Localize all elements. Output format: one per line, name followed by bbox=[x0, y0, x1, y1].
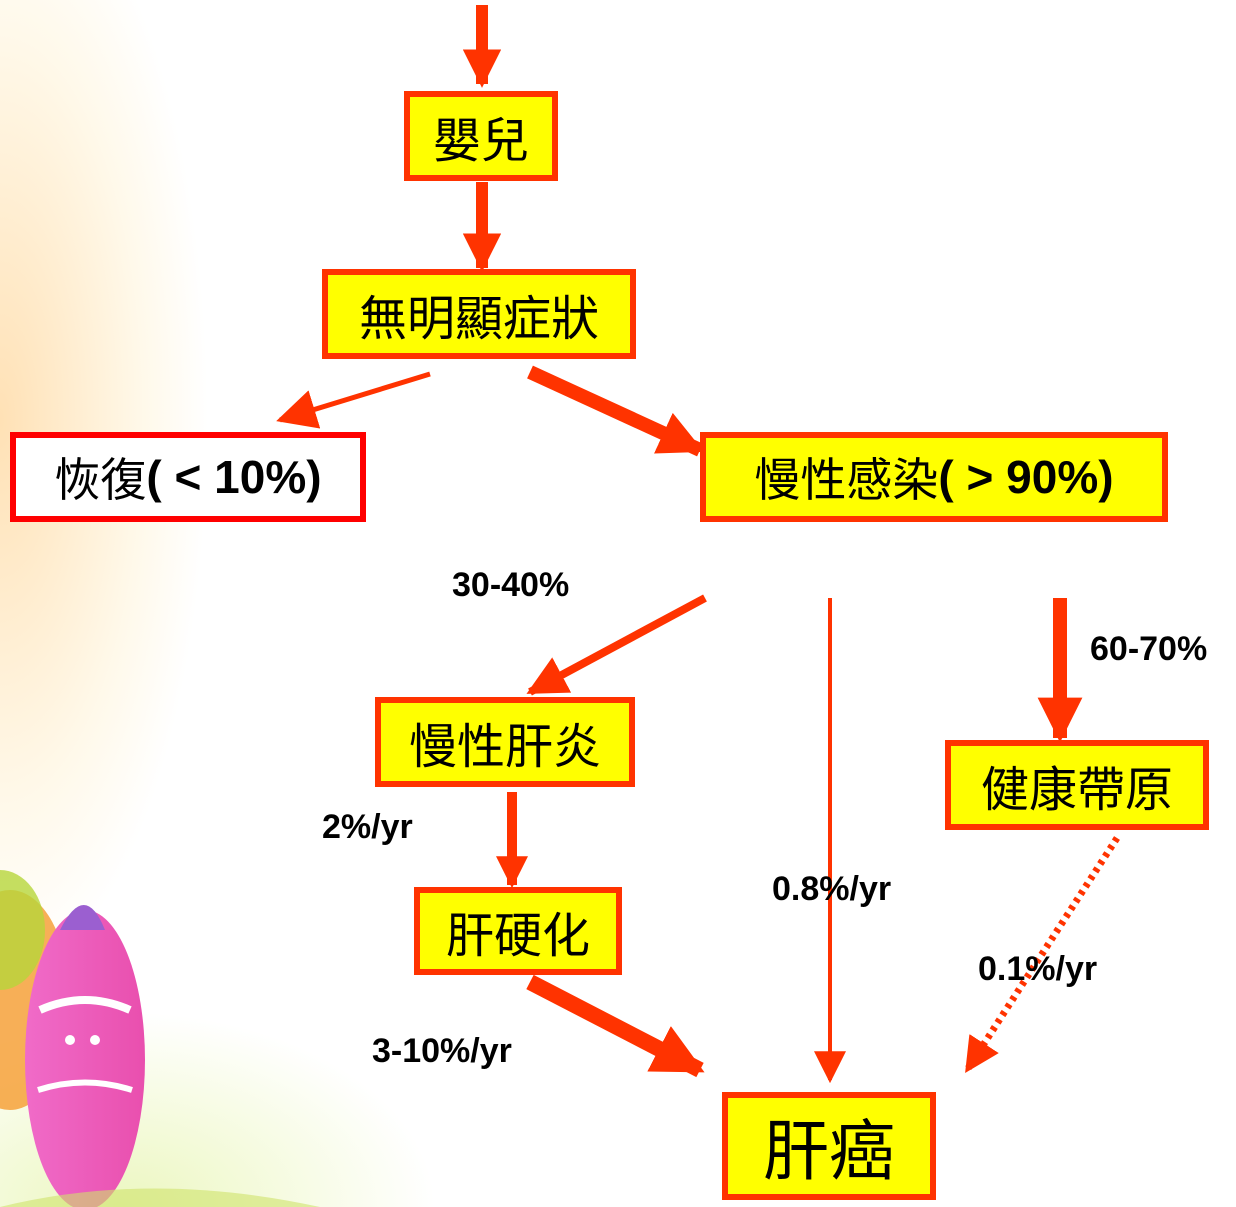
edge-label-to-carrier: 60-70% bbox=[1090, 630, 1208, 668]
node-cirrhosis-label: 肝硬化 bbox=[445, 908, 590, 964]
node-asymptomatic-label: 無明顯症狀 bbox=[358, 291, 599, 347]
edge-label-infection-to-cancer: 0.8%/yr bbox=[772, 870, 892, 908]
arrow-to-recovery bbox=[276, 371, 431, 429]
node-recovery-label: 恢復 bbox=[54, 453, 147, 507]
arrow-cirrhosis-to-cancer bbox=[526, 974, 705, 1078]
node-chronic-infection: 慢性感染( > 90%) bbox=[700, 432, 1168, 522]
node-recovery-percentage: ( < 10%) bbox=[146, 451, 322, 503]
node-infant-label: 嬰兒 bbox=[432, 113, 529, 169]
edge-label-cirrhosis-to-cancer: 3-10%/yr bbox=[372, 1032, 512, 1070]
node-chronic-infection-label: 慢性感染 bbox=[754, 453, 939, 507]
node-healthy-carrier: 健康帶原 bbox=[945, 740, 1209, 830]
node-liver-cancer: 肝癌 bbox=[722, 1092, 936, 1200]
node-recovery: 恢復( < 10%) bbox=[10, 432, 366, 522]
node-chronic-hepatitis: 慢性肝炎 bbox=[375, 697, 635, 787]
node-cirrhosis: 肝硬化 bbox=[414, 887, 622, 975]
arrow-carrier-to-cancer bbox=[964, 836, 1120, 1073]
node-chronic-hepatitis-label: 慢性肝炎 bbox=[408, 719, 601, 775]
arrow-to-chronic-infection bbox=[527, 365, 705, 457]
node-infant: 嬰兒 bbox=[404, 91, 558, 181]
node-chronic-infection-percentage: ( > 90%) bbox=[938, 451, 1114, 503]
edge-label-hepatitis-to-cirrhosis: 2%/yr bbox=[322, 808, 413, 846]
arrow-to-chronic-hepatitis bbox=[526, 594, 707, 696]
node-asymptomatic: 無明顯症狀 bbox=[322, 269, 636, 359]
edge-label-to-hepatitis: 30-40% bbox=[452, 566, 570, 604]
node-healthy-carrier-label: 健康帶原 bbox=[980, 762, 1173, 818]
node-liver-cancer-label: 肝癌 bbox=[763, 1113, 895, 1190]
edge-label-carrier-to-cancer: 0.1%/yr bbox=[978, 950, 1098, 988]
